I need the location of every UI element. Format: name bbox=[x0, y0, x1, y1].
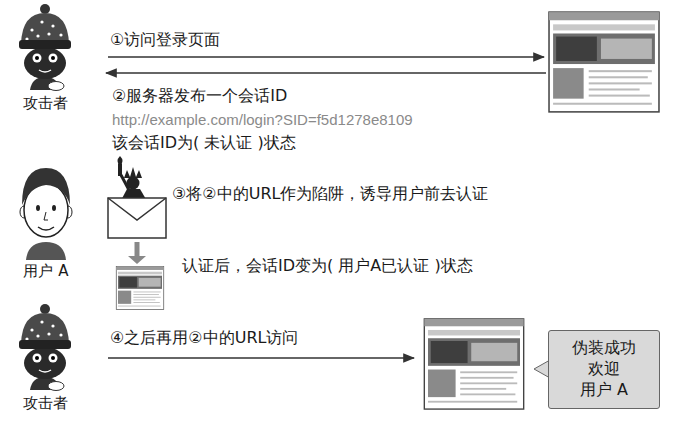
step-text: ①访问登录页面 bbox=[110, 30, 220, 50]
url-text: http://example.com/login?SID=f5d1278e810… bbox=[112, 111, 413, 130]
bait-icon bbox=[108, 156, 166, 238]
user-figure bbox=[20, 168, 72, 260]
actor-label: 攻击者 bbox=[5, 394, 85, 413]
request-arrow bbox=[108, 56, 544, 58]
callout-box: 伪装成功 欢迎 用户 A bbox=[548, 330, 660, 409]
state-text: 认证后，会话ID变为( 用户A已认证 )状态 bbox=[182, 256, 473, 276]
actor-label: 攻击者 bbox=[5, 94, 85, 113]
step-text: ②服务器发布一个会话ID bbox=[112, 86, 287, 106]
browser-screenshot bbox=[116, 266, 164, 309]
request-arrow bbox=[108, 357, 414, 359]
down-arrow bbox=[128, 242, 146, 264]
step-text: ④之后再用②中的URL访问 bbox=[110, 328, 298, 348]
callout-text: 伪装成功 欢迎 用户 A bbox=[571, 338, 637, 400]
attacker-figure bbox=[19, 304, 71, 391]
attacker-figure bbox=[19, 4, 71, 91]
browser-screenshot bbox=[424, 319, 523, 409]
state-text: 该会话ID为( 未认证 )状态 bbox=[112, 133, 296, 153]
response-arrow bbox=[106, 72, 546, 74]
actor-label: 用户 A bbox=[5, 262, 87, 281]
step-text: ③将②中的URL作为陷阱，诱导用户前去认证 bbox=[172, 184, 488, 204]
browser-screenshot bbox=[549, 12, 659, 112]
